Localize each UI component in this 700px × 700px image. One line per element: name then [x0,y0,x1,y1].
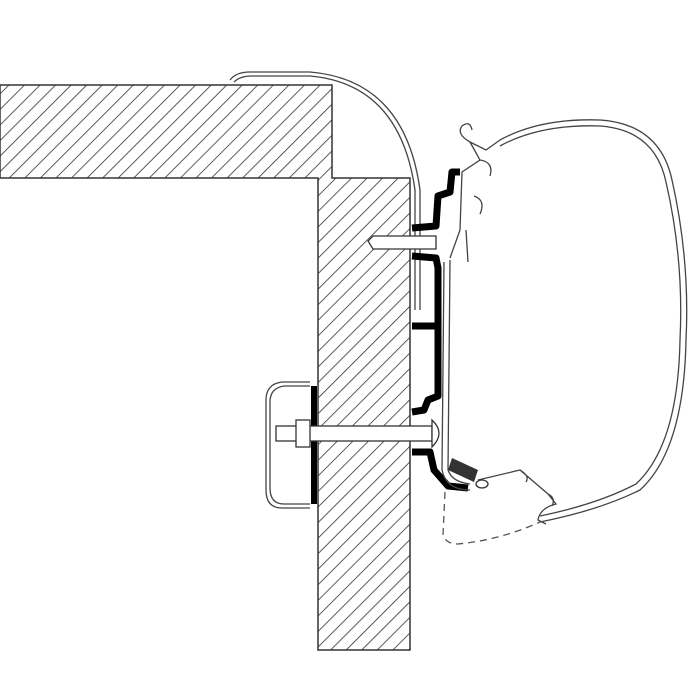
lower-screw [448,458,489,489]
dashed-outline [442,491,541,545]
backing-plate [265,381,317,509]
adapter-rail-profile [411,168,469,492]
upper-screw [367,235,437,250]
awning-case [499,119,688,523]
corner-trim-cover [229,71,421,310]
awning-lower-hook [477,469,558,525]
awning-upper-hook [449,123,501,263]
through-bolt [275,418,440,449]
wall-section [0,84,411,651]
